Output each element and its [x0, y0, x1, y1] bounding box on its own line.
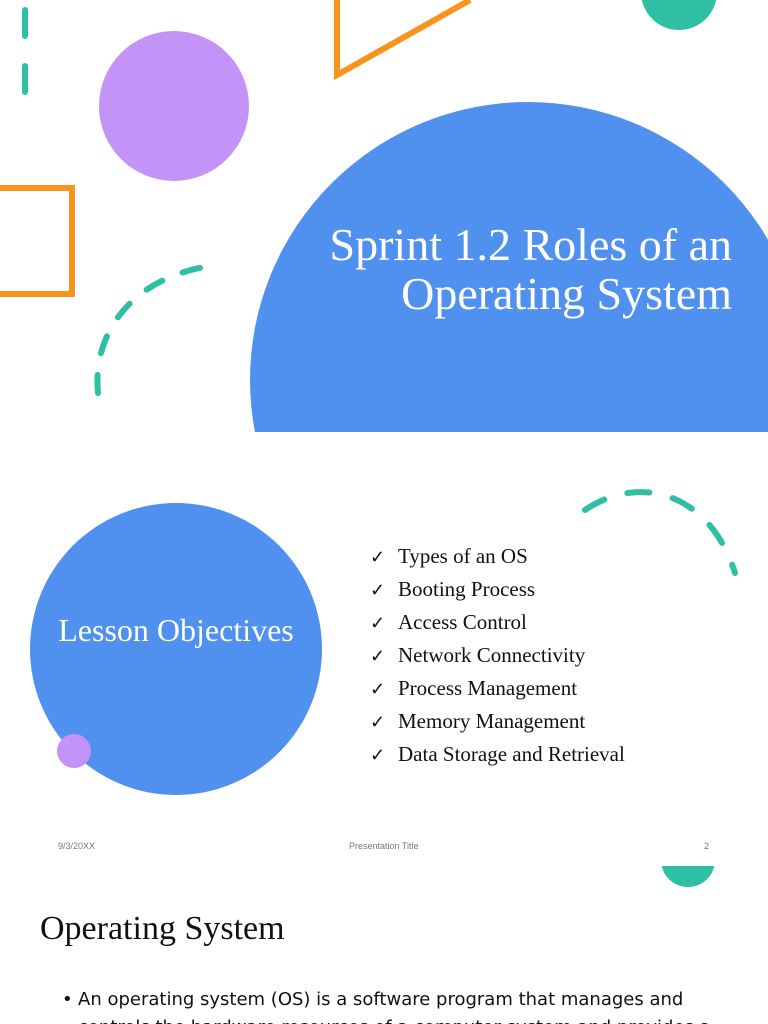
list-item: ✓Booting Process — [370, 573, 625, 606]
orange-square — [0, 185, 75, 297]
checkmark-icon: ✓ — [370, 613, 386, 633]
footer-date: 9/3/20XX — [58, 841, 96, 851]
decorative-shapes — [0, 0, 768, 432]
list-item: ✓Data Storage and Retrieval — [370, 738, 625, 771]
list-item: ✓Memory Management — [370, 705, 625, 738]
orange-triangle — [334, 0, 472, 81]
lesson-objectives-title: Lesson Objectives — [58, 612, 294, 648]
decorative-shapes-3 — [661, 866, 715, 887]
checkmark-icon: ✓ — [370, 646, 386, 666]
slide-heading: Operating System — [40, 910, 285, 947]
footer-page-number: 2 — [704, 841, 710, 851]
list-item: ✓Access Control — [370, 606, 625, 639]
lesson-circle — [30, 503, 322, 795]
slide-objectives: Lesson Objectives ✓Types of an OS ✓Booti… — [0, 433, 768, 865]
teal-circle — [641, 0, 717, 30]
slide-title: Sprint 1.2 Roles of an Operating System — [0, 0, 768, 432]
teal-dashed-arc — [94, 262, 220, 396]
footer-title: Presentation Title — [349, 841, 419, 851]
checkmark-icon: ✓ — [370, 580, 386, 600]
objectives-list: ✓Types of an OS ✓Booting Process ✓Access… — [370, 540, 625, 771]
checkmark-icon: ✓ — [370, 745, 386, 765]
list-item: ✓Network Connectivity — [370, 639, 625, 672]
purple-circle — [99, 31, 249, 181]
list-item: ✓Types of an OS — [370, 540, 625, 573]
checkmark-icon: ✓ — [370, 547, 386, 567]
checkmark-icon: ✓ — [370, 679, 386, 699]
bullet-paragraph: • An operating system (OS) is a software… — [62, 986, 718, 1024]
checkmark-icon: ✓ — [370, 712, 386, 732]
small-purple-circle — [57, 734, 91, 768]
decorative-shapes-2 — [30, 489, 738, 795]
teal-half-circle — [661, 866, 715, 887]
slide-title-text: Sprint 1.2 Roles of an Operating System — [329, 219, 732, 319]
slide-operating-system: Operating System • An operating system (… — [0, 866, 768, 1024]
list-item: ✓Process Management — [370, 672, 625, 705]
title-circle — [250, 102, 768, 432]
teal-dashed-arc — [582, 489, 738, 576]
bullet-icon: • — [62, 989, 73, 1010]
